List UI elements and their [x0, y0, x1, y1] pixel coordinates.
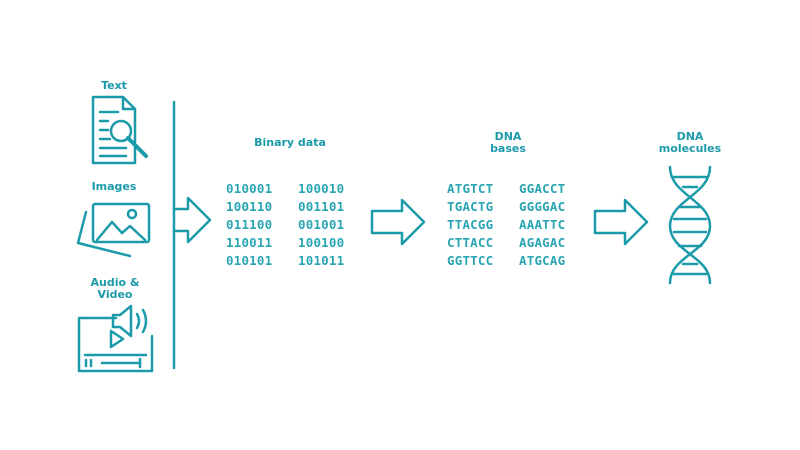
dna-base-cell: AAATTC	[519, 217, 566, 232]
binary-row: 010001 100010	[226, 180, 344, 198]
dna-molecules-title-line1: DNA	[676, 130, 704, 143]
dna-helix-icon	[668, 165, 712, 285]
audio-video-label: Audio & Video	[80, 277, 150, 301]
dna-base-cell: TGACTG	[447, 199, 494, 214]
dna-base-cell: GGTTCC	[447, 253, 494, 268]
binary-cell: 100100	[298, 235, 345, 250]
audio-video-label-line1: Audio &	[90, 276, 140, 289]
dna-molecules-title-line2: molecules	[658, 142, 722, 155]
arrow-right-icon	[370, 198, 426, 246]
document-search-icon	[91, 95, 148, 165]
binary-row: 110011 100100	[226, 234, 344, 252]
dna-base-cell: GGGGAC	[519, 199, 566, 214]
arrow-right-icon	[593, 198, 649, 246]
binary-cell: 001001	[298, 217, 345, 232]
arrow-right-icon	[172, 196, 212, 244]
binary-cell: 011100	[226, 217, 273, 232]
binary-row: 010101 101011	[226, 252, 344, 270]
binary-cell: 001101	[298, 199, 345, 214]
video-player-icon	[77, 304, 154, 373]
dna-base-cell: GGACCT	[519, 181, 566, 196]
dna-base-cell: AGAGAC	[519, 235, 566, 250]
dna-base-cell: ATGTCT	[447, 181, 494, 196]
binary-row: 100110 001101	[226, 198, 344, 216]
dna-base-row: ATGTCT GGACCT	[447, 180, 565, 198]
binary-cell: 100010	[298, 181, 345, 196]
dna-bases-block: ATGTCT GGACCT TGACTG GGGGAC TTACGG AAATTC CTTA…	[447, 180, 565, 270]
binary-data-block: 010001 100010 100110 001101 011100 001001 1100…	[226, 180, 344, 270]
binary-cell: 101011	[298, 253, 345, 268]
binary-cell: 110011	[226, 235, 273, 250]
image-icon	[76, 202, 151, 258]
dna-base-row: CTTACC AGAGAC	[447, 234, 565, 252]
binary-cell: 100110	[226, 199, 273, 214]
text-label: Text	[101, 79, 127, 92]
dna-base-cell: ATGCAG	[519, 253, 566, 268]
dna-bases-title-line1: DNA	[494, 130, 522, 143]
binary-cell: 010001	[226, 181, 273, 196]
dna-base-row: GGTTCC ATGCAG	[447, 252, 565, 270]
dna-base-cell: CTTACC	[447, 235, 494, 250]
dna-base-row: TGACTG GGGGAC	[447, 198, 565, 216]
dna-base-cell: TTACGG	[447, 217, 494, 232]
binary-data-title: Binary data	[254, 136, 326, 149]
dna-bases-title-line2: bases	[490, 142, 526, 155]
dna-base-row: TTACGG AAATTC	[447, 216, 565, 234]
binary-row: 011100 001001	[226, 216, 344, 234]
dna-molecules-title: DNA molecules	[650, 131, 730, 155]
binary-cell: 010101	[226, 253, 273, 268]
images-label: Images	[91, 180, 137, 193]
dna-bases-title: DNA bases	[478, 131, 538, 155]
audio-video-label-line2: Video	[97, 288, 133, 301]
